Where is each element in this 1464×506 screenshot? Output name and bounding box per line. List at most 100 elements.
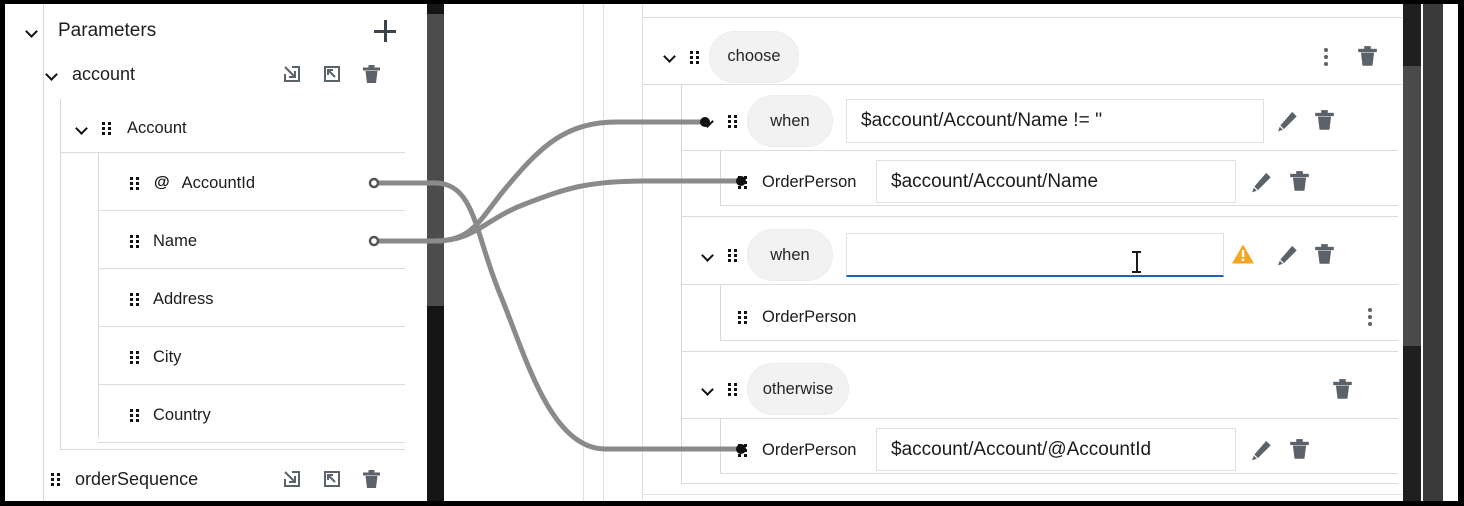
delete-icon[interactable] (361, 63, 381, 85)
chevron-down-icon[interactable] (701, 249, 714, 262)
child-guide-1 (720, 150, 721, 206)
edit-icon[interactable] (1275, 109, 1299, 133)
tree-guide-root (43, 4, 44, 501)
left-panel-scrollbar[interactable] (427, 4, 444, 501)
kebab-menu-icon[interactable] (1368, 308, 1372, 326)
edit-icon[interactable] (1249, 438, 1273, 462)
divider (98, 442, 405, 443)
orderperson-row-2[interactable]: OrderPerson (720, 294, 1398, 340)
divider (681, 150, 1398, 151)
when-condition-input-1[interactable]: $account/Account/Name != '' (846, 99, 1264, 143)
drag-handle-icon[interactable] (738, 443, 749, 457)
divider (642, 17, 1402, 18)
drag-handle-icon[interactable] (728, 248, 739, 262)
import-icon[interactable] (281, 468, 303, 490)
when-pill[interactable]: when (747, 95, 833, 147)
delete-icon[interactable] (361, 468, 381, 490)
delete-icon[interactable] (1288, 437, 1310, 461)
orderperson-value-input-1[interactable]: $account/Account/Name (876, 160, 1236, 203)
orderperson-label: OrderPerson (762, 172, 857, 191)
delete-icon[interactable] (1313, 242, 1335, 266)
drag-handle-icon[interactable] (51, 472, 62, 486)
tree-guide-account-children (98, 152, 99, 437)
right-panel-scrollbar[interactable] (1403, 4, 1421, 501)
when-pill[interactable]: when (747, 229, 833, 281)
divider (681, 284, 1398, 285)
drag-handle-icon[interactable] (130, 234, 141, 248)
chevron-down-icon[interactable] (701, 115, 714, 128)
delete-icon[interactable] (1331, 377, 1353, 401)
field-label: City (153, 347, 182, 366)
divider (98, 268, 405, 269)
divider (720, 473, 1398, 474)
delete-icon[interactable] (1288, 169, 1310, 193)
edit-icon[interactable] (1275, 243, 1299, 267)
warning-triangle-icon[interactable] (1231, 242, 1255, 266)
divider (60, 152, 405, 153)
orderperson-value-input-3[interactable]: $account/Account/@AccountId (876, 428, 1236, 471)
when-condition-input-2[interactable] (846, 233, 1224, 277)
choose-pill[interactable]: choose (709, 30, 799, 83)
tree-guide-1 (603, 4, 604, 501)
kebab-menu-icon[interactable] (1324, 47, 1328, 66)
import-icon[interactable] (281, 63, 303, 85)
divider (681, 483, 1398, 484)
field-label: Country (153, 405, 211, 424)
chevron-down-icon[interactable] (25, 25, 38, 38)
parameters-header[interactable]: Parameters (13, 11, 408, 51)
parameter-name: orderSequence (75, 468, 199, 489)
window-scrollbar[interactable] (1423, 4, 1443, 501)
field-row-name[interactable]: Name (98, 222, 405, 260)
field-row-city[interactable]: City (98, 338, 405, 376)
drag-handle-icon[interactable] (728, 382, 739, 396)
drag-handle-icon[interactable] (102, 121, 113, 135)
parameter-ordersequence-row[interactable]: orderSequence (43, 460, 403, 498)
parameter-group-account[interactable]: Account (75, 109, 405, 147)
divider (98, 384, 405, 385)
drag-handle-icon[interactable] (130, 350, 141, 364)
when-row-1[interactable]: when (681, 92, 1398, 150)
parameter-account-row[interactable]: account (43, 56, 403, 92)
field-label: AccountId (181, 173, 255, 192)
drag-handle-icon[interactable] (130, 408, 141, 422)
field-row-address[interactable]: Address (98, 280, 405, 318)
choose-row[interactable]: choose (653, 29, 1398, 84)
orderperson-label: OrderPerson (762, 307, 857, 326)
plus-icon[interactable] (374, 20, 396, 42)
otherwise-pill[interactable]: otherwise (747, 363, 849, 415)
delete-icon[interactable] (1313, 108, 1335, 132)
export-icon[interactable] (321, 468, 343, 490)
when-row-2[interactable]: when (681, 226, 1398, 284)
choose-container (642, 4, 1402, 495)
edit-icon[interactable] (1249, 170, 1273, 194)
drag-handle-icon[interactable] (738, 310, 749, 324)
attribute-marker: @ (154, 174, 170, 191)
chevron-down-icon[interactable] (45, 68, 58, 81)
drag-handle-icon[interactable] (130, 292, 141, 306)
right-panel-scrollbar-thumb[interactable] (1403, 66, 1421, 346)
divider (681, 418, 1398, 419)
divider (98, 210, 405, 211)
drag-handle-icon[interactable] (690, 50, 701, 64)
text-cursor (1132, 251, 1141, 273)
divider (60, 449, 405, 450)
drag-handle-icon[interactable] (130, 176, 141, 190)
chevron-down-icon[interactable] (701, 383, 714, 396)
drag-handle-icon[interactable] (728, 114, 739, 128)
otherwise-row[interactable]: otherwise (681, 360, 1398, 418)
group-label: Account (127, 118, 187, 137)
field-label: Name (153, 231, 198, 250)
export-icon[interactable] (321, 63, 343, 85)
chevron-down-icon[interactable] (663, 50, 676, 63)
divider (720, 340, 1398, 341)
delete-icon[interactable] (1356, 45, 1378, 69)
divider (642, 84, 1402, 85)
divider (720, 205, 1398, 206)
field-row-country[interactable]: Country (98, 396, 405, 434)
parameters-panel: Parameters account (5, 4, 415, 501)
chevron-down-icon[interactable] (75, 122, 88, 135)
field-row-accountid[interactable]: @ AccountId (98, 164, 405, 202)
drag-handle-icon[interactable] (738, 175, 749, 189)
left-panel-scrollbar-thumb[interactable] (427, 14, 444, 306)
